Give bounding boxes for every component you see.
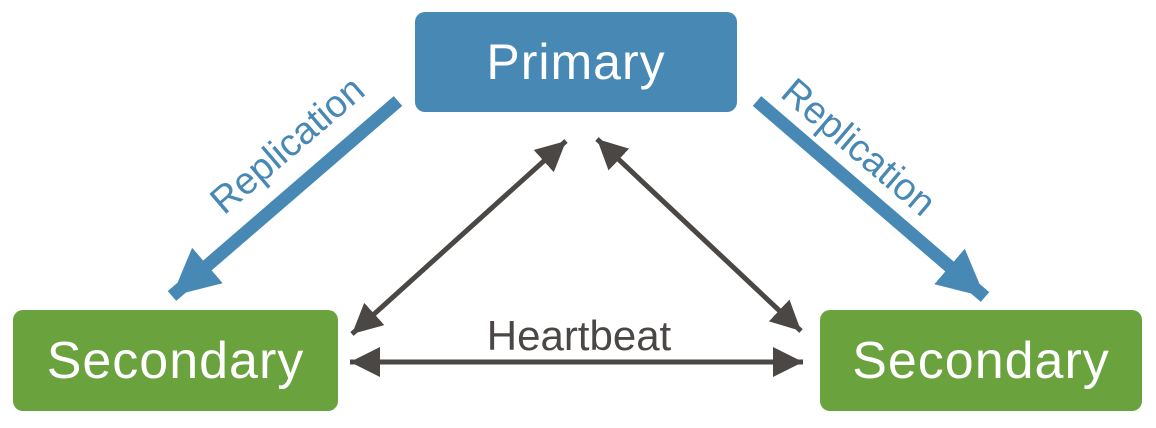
primary-node-label: Primary (486, 34, 666, 90)
replication-arrow-left (167, 96, 403, 301)
secondary-node-right: Secondary (820, 310, 1142, 411)
heartbeat-arrow-right-diagonal (595, 137, 803, 333)
heartbeat-arrow-left-diagonal (350, 139, 568, 336)
primary-node: Primary (415, 12, 737, 112)
secondary-node-right-label: Secondary (852, 331, 1110, 390)
heartbeat-label: Heartbeat (486, 312, 672, 359)
secondary-node-left-label: Secondary (46, 331, 305, 390)
replication-arrow-right (752, 96, 990, 302)
secondary-node-left: Secondary (13, 310, 338, 411)
